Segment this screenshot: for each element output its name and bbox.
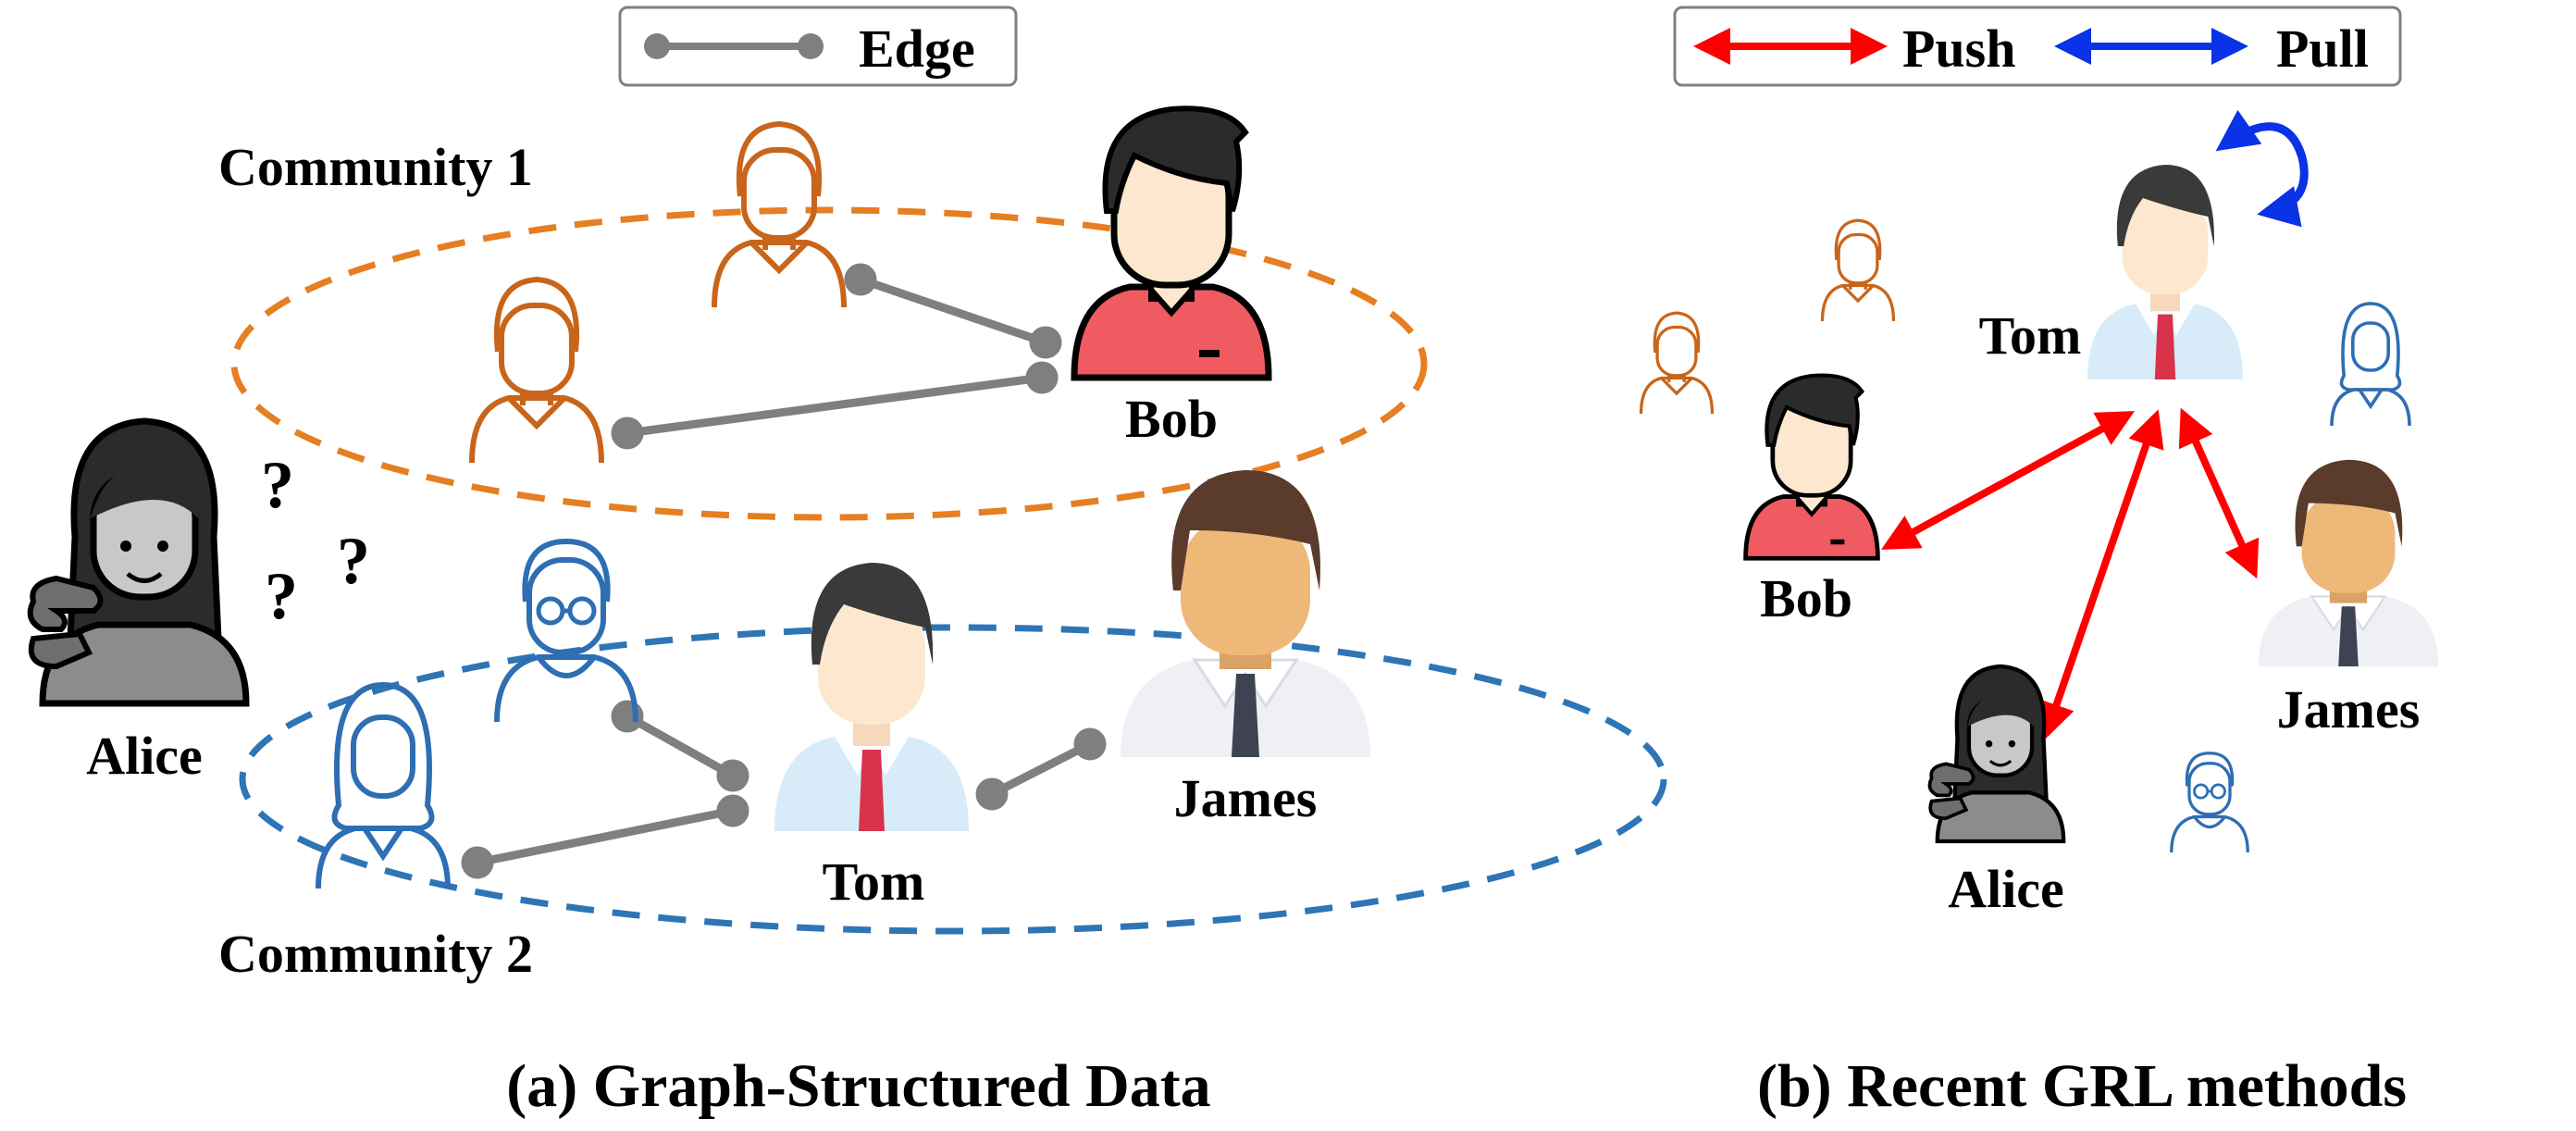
question-mark: ? [337, 524, 370, 598]
old-man-outline-icon [497, 541, 636, 722]
caption-a: (a) Graph-Structured Data [506, 1052, 1210, 1120]
push-pull-legend: Push Pull [1673, 6, 2402, 87]
pull-legend-label: Pull [2276, 19, 2369, 79]
alice-avatar-icon [31, 421, 246, 703]
person-outline-icon [472, 280, 601, 463]
alice-label-b: Alice [1948, 859, 2064, 919]
community2-ellipse [239, 624, 1667, 935]
alice-avatar-icon [1930, 666, 2064, 841]
james-avatar-icon [2257, 458, 2440, 668]
woman-outline-icon [318, 685, 448, 889]
tom-avatar-icon [2087, 165, 2243, 379]
pull-self-loop-arrow [2215, 109, 2309, 228]
james-label-b: James [2277, 679, 2421, 740]
bob-avatar-icon [1074, 108, 1269, 378]
james-avatar-icon [1119, 468, 1372, 759]
panel-b: Push Pull Tom Bob James Alice (b) Recent… [1639, 6, 2440, 1120]
panel-a: Edge Community 1 Community 2 Bob [31, 6, 1667, 1120]
bob-label: Bob [1125, 389, 1218, 449]
tom-avatar-icon [774, 563, 969, 831]
community1-ellipse [230, 206, 1428, 521]
edges [461, 263, 1107, 879]
alice-label: Alice [86, 726, 203, 786]
old-man-outline-icon [2170, 752, 2249, 854]
push-arrows [1880, 407, 2260, 740]
question-mark: ? [265, 559, 298, 633]
tom-label: Tom [823, 851, 925, 912]
community2-label: Community 2 [218, 924, 533, 984]
edge-legend: Edge [618, 6, 1018, 87]
tom-label-b: Tom [1979, 305, 2082, 366]
community1-label: Community 1 [218, 137, 533, 197]
caption-b: (b) Recent GRL methods [1757, 1052, 2407, 1120]
person-outline-icon [714, 124, 844, 307]
person-outline-icon [1820, 218, 1896, 323]
james-label: James [1174, 768, 1318, 828]
question-mark: ? [261, 448, 294, 522]
bob-label-b: Bob [1760, 568, 1852, 628]
woman-outline-icon [2330, 302, 2411, 428]
bob-avatar-icon [1746, 376, 1878, 559]
edge-legend-label: Edge [859, 19, 975, 79]
push-legend-label: Push [1902, 19, 2016, 79]
person-outline-icon [1639, 311, 1715, 416]
